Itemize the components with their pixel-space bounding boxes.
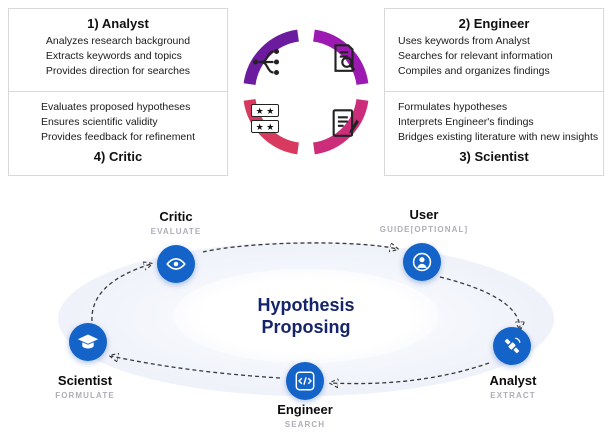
analyst-description: Analyzes research background Extracts ke… bbox=[46, 34, 190, 79]
hypothesis-proposing-core: Hypothesis Proposing bbox=[173, 269, 439, 363]
center-title-line2: Proposing bbox=[261, 317, 351, 337]
critic-quadrant: Evaluates proposed hypotheses Ensures sc… bbox=[8, 91, 228, 176]
scientist-node bbox=[69, 323, 107, 361]
user-node bbox=[403, 243, 441, 281]
arrow-engineer-to-scientist bbox=[111, 356, 281, 379]
scientist-label: Scientist bbox=[57, 373, 113, 388]
arrow-analyst-to-engineer bbox=[331, 362, 490, 384]
engineer-description: Uses keywords from Analyst Searches for … bbox=[398, 34, 553, 79]
engineer-role-label: SEARCH bbox=[284, 420, 326, 429]
engineer-title: 2) Engineer bbox=[458, 16, 530, 31]
quadrant-line: Interprets Engineer's findings bbox=[398, 116, 534, 128]
quadrant-line: Extracts keywords and topics bbox=[45, 50, 182, 62]
quadrant-line: Provides direction for searches bbox=[45, 65, 191, 77]
analyst-role-label: EXTRACT bbox=[490, 391, 536, 400]
graduation-cap-icon bbox=[77, 334, 99, 349]
arrow-critic-to-user bbox=[202, 243, 397, 252]
quadrant-line: Bridges existing literature with new ins… bbox=[398, 131, 599, 143]
person-icon bbox=[412, 252, 432, 272]
quadrant-line: Analyzes research background bbox=[45, 35, 191, 47]
critic-node bbox=[157, 245, 195, 283]
ring-arc-bottom-right bbox=[312, 98, 369, 155]
scientist-role-label: FORMULATE bbox=[55, 391, 115, 400]
ring-arc-top-left bbox=[243, 29, 300, 86]
document-search-icon bbox=[334, 44, 356, 72]
quadrant-line: Ensures scientific validity bbox=[40, 116, 158, 128]
arrow-scientist-to-critic bbox=[91, 264, 151, 322]
critic-description: Evaluates proposed hypotheses Ensures sc… bbox=[41, 100, 195, 145]
analyst-label: Analyst bbox=[489, 373, 537, 388]
quadrant-line: Evaluates proposed hypotheses bbox=[40, 101, 191, 113]
quadrant-line: Compiles and organizes findings bbox=[398, 65, 550, 77]
critic-label: Critic bbox=[159, 209, 193, 224]
star-row: ★ ★ bbox=[251, 120, 279, 133]
analyst-title: 1) Analyst bbox=[87, 16, 149, 31]
code-icon bbox=[295, 371, 315, 391]
satellite-icon bbox=[504, 337, 521, 354]
keyword-network-icon bbox=[252, 48, 280, 76]
arrow-user-to-analyst bbox=[439, 276, 520, 329]
quadrant-line: Uses keywords from Analyst bbox=[398, 35, 530, 47]
star-row: ★ ★ bbox=[251, 104, 279, 117]
quadrant-line: Provides feedback for refinement bbox=[40, 131, 196, 143]
center-title-line1: Hypothesis bbox=[257, 295, 355, 315]
engineer-node bbox=[286, 362, 324, 400]
quadrant-line: Formulates hypotheses bbox=[398, 101, 508, 113]
engineer-label: Engineer bbox=[277, 402, 333, 417]
eye-icon bbox=[166, 258, 186, 270]
critic-title: 4) Critic bbox=[93, 149, 143, 164]
rating-stars-icon: ★ ★ ★ ★ bbox=[251, 104, 279, 136]
quadrant-line: Searches for relevant information bbox=[398, 50, 553, 62]
scientist-quadrant: Formulates hypotheses Interprets Enginee… bbox=[384, 91, 604, 176]
document-pen-icon bbox=[332, 109, 359, 137]
analyst-node bbox=[493, 327, 531, 365]
analyst-quadrant: 1) Analyst Analyzes research background … bbox=[8, 8, 228, 92]
critic-role-label: EVALUATE bbox=[150, 227, 202, 236]
user-label: User bbox=[409, 207, 439, 222]
user-role-label: GUIDE[OPTIONAL] bbox=[379, 225, 469, 234]
scientist-description: Formulates hypotheses Interprets Enginee… bbox=[398, 100, 598, 145]
engineer-quadrant: 2) Engineer Uses keywords from Analyst S… bbox=[384, 8, 604, 92]
scientist-title: 3) Scientist bbox=[459, 149, 529, 164]
